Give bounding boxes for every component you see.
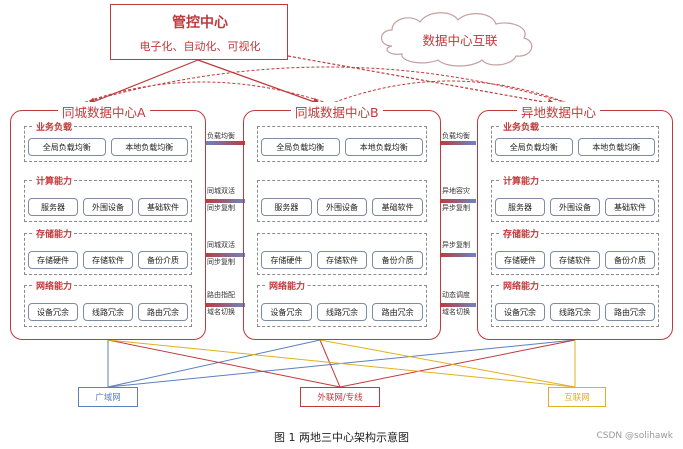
group-title: 存储能力	[34, 227, 75, 240]
connector-label: 异地容灾	[442, 187, 470, 195]
network-box: 外联网/专线	[300, 387, 380, 407]
cloud-shape	[380, 12, 533, 67]
data-center-title: 同城数据中心B	[291, 102, 383, 121]
component-box: 外围设备	[83, 198, 133, 216]
component-box: 本地负载均衡	[344, 138, 423, 156]
group-title: 计算能力	[34, 174, 75, 187]
group-title: 网络能力	[34, 279, 75, 292]
component-box: 线路冗余	[83, 303, 133, 321]
component-box: 存储软件	[316, 251, 368, 269]
connector-label: 同城双活	[207, 241, 235, 249]
group-title: 业务负载	[501, 120, 542, 133]
component-box: 本地负载均衡	[577, 138, 655, 156]
connector-label: 域名切换	[207, 308, 235, 316]
component-box: 线路冗余	[550, 303, 600, 321]
component-box: 基础软件	[372, 198, 423, 216]
capability-group	[24, 285, 192, 327]
component-box: 线路冗余	[316, 303, 368, 321]
component-box: 设备冗余	[261, 303, 312, 321]
component-box: 设备冗余	[28, 303, 78, 321]
capability-group	[257, 126, 427, 162]
capability-group	[257, 180, 427, 222]
group-title: 计算能力	[501, 174, 542, 187]
connector-label: 异步复制	[442, 204, 470, 212]
control-center-title: 管控中心	[172, 15, 228, 31]
capability-group	[24, 126, 192, 162]
watermark: CSDN @solihawk	[596, 431, 673, 441]
component-box: 备份介质	[372, 251, 423, 269]
connector-label: 负载均衡	[442, 132, 470, 140]
network-box: 互联网	[548, 387, 606, 407]
group-title: 网络能力	[501, 279, 542, 292]
component-box: 存储硬件	[495, 251, 545, 269]
connector-label: 异步复制	[442, 241, 470, 249]
component-box: 服务器	[261, 198, 312, 216]
capability-group	[24, 180, 192, 222]
capability-group	[257, 285, 427, 327]
cloud-label: 数据中心互联	[422, 33, 498, 48]
component-box: 基础软件	[605, 198, 655, 216]
component-box: 路由冗余	[372, 303, 423, 321]
control-center-subtitle: 电子化、自动化、可视化	[139, 40, 261, 53]
component-box: 存储软件	[550, 251, 600, 269]
component-box: 存储软件	[83, 251, 133, 269]
component-box: 设备冗余	[495, 303, 545, 321]
connector-label: 路由指配	[207, 291, 235, 299]
network-box: 广域网	[78, 387, 138, 407]
capability-group	[491, 285, 659, 327]
group-title: 业务负载	[34, 120, 75, 133]
component-box: 路由冗余	[138, 303, 188, 321]
capability-group	[491, 126, 659, 162]
component-box: 本地负载均衡	[110, 138, 188, 156]
component-box: 全局负载均衡	[261, 138, 340, 156]
component-box: 备份介质	[605, 251, 655, 269]
figure-caption: 图 1 两地三中心架构示意图	[274, 431, 409, 444]
component-box: 服务器	[28, 198, 78, 216]
connector-label: 域名切换	[442, 308, 470, 316]
component-box: 全局负载均衡	[495, 138, 573, 156]
component-box: 外围设备	[316, 198, 368, 216]
connector-label: 同城双活	[207, 187, 235, 195]
capability-group	[491, 180, 659, 222]
capability-group	[257, 233, 427, 275]
component-box: 存储硬件	[261, 251, 312, 269]
component-box: 存储硬件	[28, 251, 78, 269]
component-box: 全局负载均衡	[28, 138, 106, 156]
capability-group	[491, 233, 659, 275]
connector-label: 同步复制	[207, 258, 235, 266]
connector-label: 动态调度	[442, 291, 470, 299]
group-title: 存储能力	[501, 227, 542, 240]
control-center-box: 管控中心 电子化、自动化、可视化	[110, 4, 288, 60]
capability-group	[24, 233, 192, 275]
component-box: 外围设备	[550, 198, 600, 216]
component-box: 服务器	[495, 198, 545, 216]
data-center-title: 同城数据中心A	[58, 102, 150, 121]
data-center-title: 异地数据中心	[517, 102, 601, 121]
component-box: 路由冗余	[605, 303, 655, 321]
group-title: 网络能力	[267, 279, 308, 292]
connector-label: 负载均衡	[207, 132, 235, 140]
connector-label: 同步复制	[207, 204, 235, 212]
component-box: 备份介质	[138, 251, 188, 269]
component-box: 基础软件	[138, 198, 188, 216]
